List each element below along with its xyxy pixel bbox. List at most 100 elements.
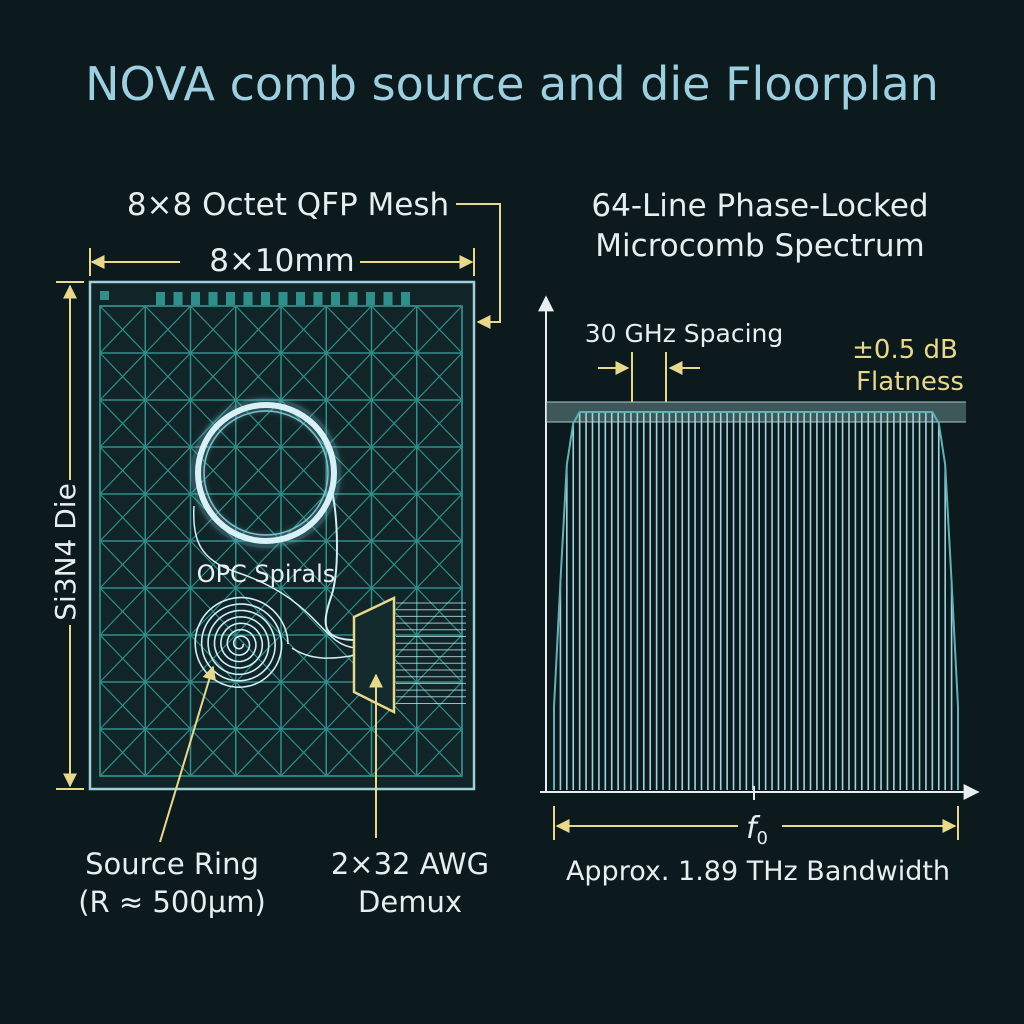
- die-outline: [88, 280, 476, 791]
- mesh-diagonal: [280, 587, 327, 636]
- bond-pad: [156, 292, 165, 305]
- mesh-diagonal: [99, 305, 146, 354]
- mesh-diagonal: [416, 540, 463, 589]
- awg-label-line1: 2×32 AWG: [331, 847, 489, 881]
- awg-demux-block: [352, 596, 396, 715]
- mesh-diagonal: [371, 446, 418, 495]
- bond-pad: [331, 292, 340, 305]
- mesh-diagonal: [325, 540, 372, 589]
- spacing-label: 30 GHz Spacing: [585, 319, 783, 348]
- spirals-label: OPC Spirals: [197, 560, 336, 588]
- mesh-diagonal: [99, 352, 146, 401]
- mesh-diagonal: [144, 352, 191, 401]
- mesh-diagonal: [99, 540, 146, 589]
- bond-pad: [348, 292, 358, 305]
- bond-pad: [261, 292, 270, 305]
- awg-output-waveguides: [396, 602, 466, 704]
- mesh-diagonal: [144, 399, 191, 448]
- mesh-diagonal: [99, 728, 146, 777]
- mesh-diagonal: [325, 352, 372, 401]
- bond-pad: [278, 292, 288, 305]
- mesh-diagonal: [99, 681, 146, 730]
- mesh-diagonal: [325, 587, 372, 636]
- bond-pad: [313, 292, 323, 305]
- awg-label-line2: Demux: [358, 885, 462, 919]
- ring-label-line2: (R ≈ 500μm): [78, 885, 266, 919]
- mesh-label: 8×8 Octet QFP Mesh: [127, 187, 449, 223]
- source-ring-inner: [203, 410, 329, 536]
- opc-spiral-icon: [194, 596, 357, 688]
- mesh-diagonal: [416, 399, 463, 448]
- mesh-diagonal: [371, 540, 418, 589]
- bus-waveguide-2: [192, 505, 357, 649]
- mesh-diagonal: [325, 399, 372, 448]
- ring-pointer: [159, 665, 217, 843]
- mesh-diagonal: [144, 634, 191, 683]
- die-side-label: Si3N4 Die: [49, 483, 82, 621]
- ring-label-line1: Source Ring: [85, 847, 259, 881]
- bond-pad: [173, 292, 183, 305]
- mesh-diagonal: [235, 540, 282, 589]
- mesh-diagonal: [280, 352, 327, 401]
- mesh-diagonal: [190, 305, 237, 354]
- mesh-diagonal: [235, 587, 282, 636]
- mesh-diagonal: [280, 728, 327, 777]
- mesh-diagonal: [144, 446, 191, 495]
- mesh-diagonal: [144, 493, 191, 542]
- die-width-label: 8×10mm: [209, 243, 355, 279]
- mesh-diagonal: [235, 446, 282, 495]
- mesh-diagonal: [371, 305, 418, 354]
- mesh-diagonal: [280, 305, 327, 354]
- mesh-diagonal: [416, 352, 463, 401]
- mesh-diagonal: [416, 446, 463, 495]
- mesh-diagonal: [416, 587, 463, 636]
- mesh-diagonal: [371, 399, 418, 448]
- mesh-diagonal: [99, 399, 146, 448]
- mesh-diagonal: [280, 634, 327, 683]
- mesh-diagonal: [416, 493, 463, 542]
- mesh-diagonal: [144, 587, 191, 636]
- mesh-diagonal: [144, 305, 191, 354]
- bond-pad: [243, 292, 253, 305]
- bond-pad-row: [156, 292, 410, 305]
- corner-marker: [100, 291, 109, 300]
- mesh-diagonal: [235, 728, 282, 777]
- flatness-label-line1: ±0.5 dB: [852, 335, 958, 365]
- bond-pad: [226, 292, 235, 305]
- page-title: NOVA comb source and die Floorplan: [85, 57, 939, 111]
- mesh-diagonal: [280, 446, 327, 495]
- mesh-diagonal: [325, 305, 372, 354]
- mesh-leader-line: [456, 203, 501, 329]
- mesh-diagonal: [190, 728, 237, 777]
- mesh-diagonal: [416, 728, 463, 777]
- mesh-diagonal: [99, 493, 146, 542]
- bond-pad: [401, 292, 410, 305]
- mesh-diagonal: [144, 540, 191, 589]
- center-frequency-subscript: 0: [757, 828, 768, 849]
- mesh-diagonal: [190, 634, 237, 683]
- spiral-output-waveguide: [291, 647, 357, 659]
- bandwidth-label: Approx. 1.89 THz Bandwidth: [566, 856, 950, 887]
- mesh-diagonal: [371, 352, 418, 401]
- mesh-diagonal: [235, 352, 282, 401]
- spectrum-title-line2: Microcomb Spectrum: [595, 228, 924, 264]
- mesh-diagonal: [190, 681, 237, 730]
- mesh-diagonal: [190, 540, 237, 589]
- center-frequency-label: f0: [746, 811, 768, 849]
- comb-lines: [553, 412, 959, 790]
- mesh-diagonal: [280, 540, 327, 589]
- mesh-diagonal: [416, 305, 463, 354]
- source-ring: [195, 402, 337, 544]
- comb-envelope: [553, 411, 959, 790]
- mesh-diagonal: [99, 587, 146, 636]
- spectrum-title-line1: 64-Line Phase-Locked: [591, 188, 928, 224]
- bond-pad: [191, 292, 200, 305]
- bus-waveguide: [324, 489, 357, 641]
- flatness-label-line2: Flatness: [856, 367, 964, 397]
- mesh-diagonal: [190, 352, 237, 401]
- mesh-diagonal: [144, 728, 191, 777]
- bond-pad: [366, 292, 375, 305]
- bond-pad: [296, 292, 305, 305]
- bond-pad: [383, 292, 393, 305]
